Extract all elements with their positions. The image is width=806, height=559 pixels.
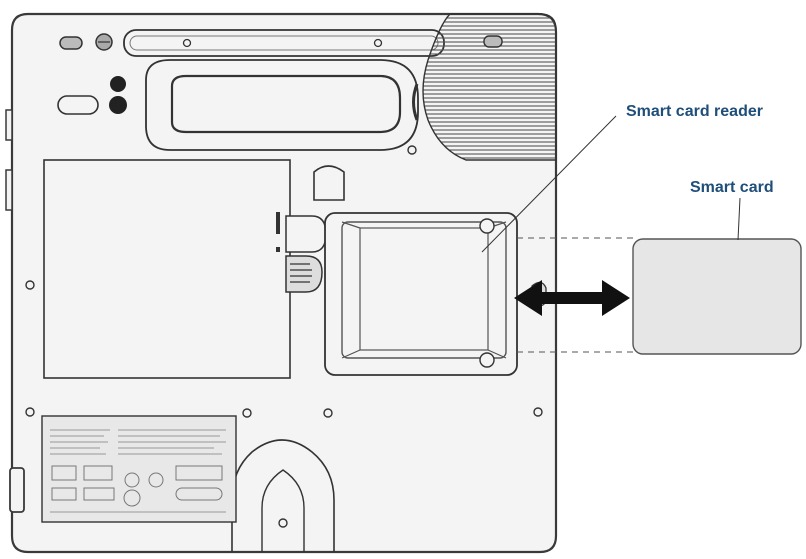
smart-card-reader-module: [324, 212, 547, 376]
smart-card-label: Smart card: [690, 179, 774, 196]
lock-clip: [313, 165, 345, 201]
insert-remove-arrow: [514, 280, 630, 316]
smart-card-reader-label: Smart card reader: [626, 103, 763, 120]
handle: [145, 59, 419, 151]
screws: [25, 145, 543, 528]
vent-grille: [412, 13, 557, 161]
battery-compartment: [43, 159, 291, 379]
leader-lines: [481, 115, 741, 253]
card-guide-lines: [517, 237, 636, 353]
regulatory-label: [41, 415, 237, 523]
smart-card: [632, 238, 802, 355]
